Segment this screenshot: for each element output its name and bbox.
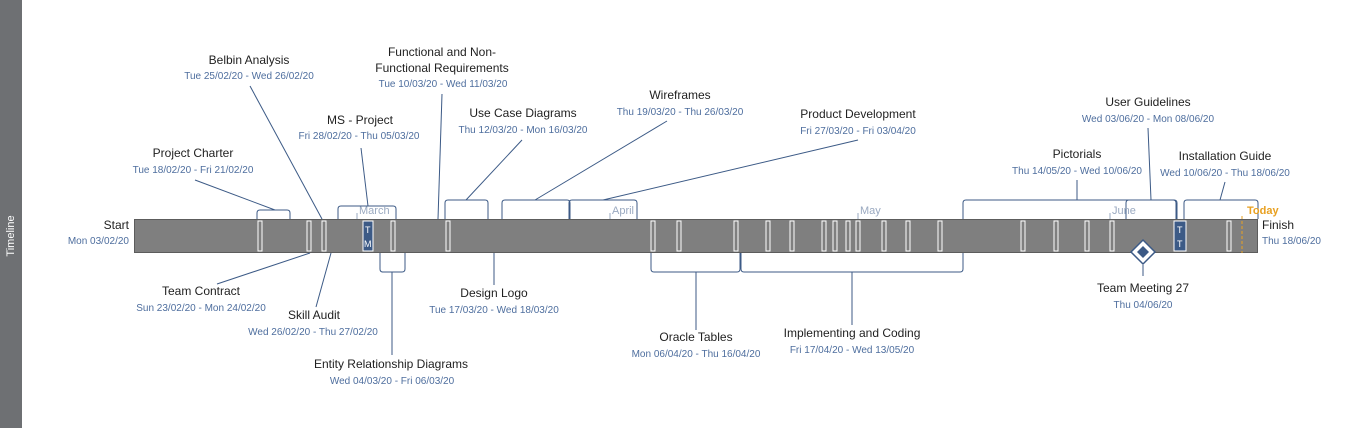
task-name-team-contract[interactable]: Team Contract [162, 284, 241, 298]
bar-task-tick[interactable] [650, 220, 656, 252]
bar-task-tick[interactable] [1053, 220, 1059, 252]
task-name-ms-project[interactable]: MS - Project [327, 113, 394, 127]
task-name-erd[interactable]: Entity Relationship Diagrams [314, 357, 468, 371]
task-name-use-case[interactable]: Use Case Diagrams [469, 106, 576, 120]
bar-task-tick[interactable] [881, 220, 887, 252]
bar-marker-4: T [1177, 239, 1183, 249]
bar-task-tick[interactable] [1109, 220, 1115, 252]
month-label-april: April [612, 205, 634, 217]
leader-skill-audit [315, 252, 332, 308]
bar-task-tick[interactable] [765, 220, 771, 252]
timeline-bar[interactable] [134, 219, 1258, 253]
bracket-use-case [444, 199, 489, 219]
task-date-belbin: Tue 25/02/20 - Wed 26/02/20 [184, 71, 314, 82]
task-name-oracle[interactable]: Oracle Tables [659, 330, 732, 344]
task-date-use-case: Thu 12/03/20 - Mon 16/03/20 [459, 125, 588, 136]
task-date-ms-project: Fri 28/02/20 - Thu 05/03/20 [298, 131, 419, 142]
bar-marker-1: T [365, 225, 371, 235]
task-date-project-charter: Tue 18/02/20 - Fri 21/02/20 [133, 165, 254, 176]
bracket-implementing [740, 253, 964, 273]
task-date-skill-audit: Wed 26/02/20 - Thu 27/02/20 [248, 327, 378, 338]
bar-task-tick[interactable] [676, 220, 682, 252]
task-name-wireframes[interactable]: Wireframes [649, 88, 710, 102]
finish-date: Thu 18/06/20 [1262, 236, 1321, 247]
task-date-wireframes: Thu 19/03/20 - Thu 26/03/20 [617, 107, 744, 118]
task-name-belbin[interactable]: Belbin Analysis [209, 53, 290, 67]
bar-task-tick[interactable] [789, 220, 795, 252]
bracket-installation [1183, 199, 1259, 219]
leader-project-charter [194, 179, 276, 211]
bar-task-tick[interactable] [1226, 220, 1232, 252]
task-date-product-dev: Fri 27/03/20 - Fri 03/04/20 [800, 126, 916, 137]
task-name-product-dev[interactable]: Product Development [800, 107, 916, 121]
bar-task-tick[interactable] [855, 220, 861, 252]
task-name-project-charter[interactable]: Project Charter [153, 146, 234, 160]
bar-task-tick[interactable] [905, 220, 911, 252]
bar-task-tick[interactable] [821, 220, 827, 252]
task-date-implementing: Fri 17/04/20 - Wed 13/05/20 [790, 345, 915, 356]
bracket-oracle [650, 253, 741, 273]
task-date-design-logo: Tue 17/03/20 - Wed 18/03/20 [429, 305, 559, 316]
task-name-design-logo[interactable]: Design Logo [460, 286, 528, 300]
task-name-implementing[interactable]: Implementing and Coding [784, 326, 921, 340]
bracket-wireframes [501, 199, 571, 219]
task-date-pictorials: Thu 14/05/20 - Wed 10/06/20 [1012, 166, 1142, 177]
task-date-functional: Tue 10/03/20 - Wed 11/03/20 [379, 79, 508, 90]
task-name-pictorials[interactable]: Pictorials [1053, 147, 1102, 161]
bar-task-tick[interactable] [832, 220, 838, 252]
leader-wireframes [534, 120, 668, 201]
bracket-erd [379, 253, 406, 273]
leader-product-dev [602, 139, 859, 201]
task-date-installation: Wed 10/06/20 - Thu 18/06/20 [1160, 168, 1290, 179]
leader-belbin [249, 85, 323, 220]
task-date-team-contract: Sun 23/02/20 - Mon 24/02/20 [136, 303, 266, 314]
month-label-june: June [1112, 205, 1136, 217]
task-name-functional[interactable]: Functional and Non- [388, 45, 496, 59]
bar-task-tick[interactable] [733, 220, 739, 252]
month-axis: March April May June [356, 205, 1136, 219]
today-label: Today [1247, 205, 1279, 217]
milestone-diamond-icon[interactable] [1129, 238, 1157, 266]
bar-task-tick[interactable] [937, 220, 943, 252]
leader-user-guidelines [1147, 127, 1152, 201]
bar-task-tick[interactable] [390, 220, 396, 252]
start-date: Mon 03/02/20 [68, 236, 130, 247]
leader-functional [437, 93, 443, 220]
month-label-may: May [860, 205, 881, 217]
month-label-march: March [359, 205, 390, 217]
milestone-date: Thu 04/06/20 [1114, 300, 1173, 311]
bar-task-tick[interactable] [445, 220, 451, 252]
task-date-oracle: Mon 06/04/20 - Thu 16/04/20 [632, 349, 761, 360]
bracket-ms-project [337, 205, 397, 219]
bar-task-tick[interactable] [1084, 220, 1090, 252]
leader-ms-project [360, 147, 369, 207]
start-label: Start [104, 218, 130, 232]
task-name-installation[interactable]: Installation Guide [1179, 149, 1272, 163]
bar-task-tick[interactable] [257, 220, 263, 252]
bracket-pictorials [962, 199, 1177, 219]
task-name-skill-audit[interactable]: Skill Audit [288, 308, 341, 322]
task-name-user-guidelines[interactable]: User Guidelines [1105, 95, 1190, 109]
bracket-user-guidelines [1125, 199, 1178, 219]
bar-task-tick[interactable] [321, 220, 327, 252]
bar-marker-2: M [364, 239, 372, 249]
bar-task-ticks [257, 220, 1232, 252]
bar-task-tick[interactable] [845, 220, 851, 252]
task-date-user-guidelines: Wed 03/06/20 - Mon 08/06/20 [1082, 114, 1215, 125]
finish-label: Finish [1262, 218, 1294, 232]
timeline-side-tab[interactable]: Timeline [0, 0, 22, 428]
task-date-erd: Wed 04/03/20 - Fri 06/03/20 [330, 376, 455, 387]
task-name-functional-2[interactable]: Functional Requirements [375, 61, 508, 75]
leader-team-contract [216, 252, 311, 285]
leader-use-case [465, 139, 523, 201]
bar-task-tick[interactable] [306, 220, 312, 252]
bar-marker-3: T [1177, 225, 1183, 235]
bar-task-tick[interactable] [1020, 220, 1026, 252]
bar-highlights: T M T T [362, 220, 1187, 252]
bracket-project-charter [256, 209, 291, 219]
milestone-name[interactable]: Team Meeting 27 [1097, 281, 1189, 295]
leader-installation [1219, 181, 1226, 201]
